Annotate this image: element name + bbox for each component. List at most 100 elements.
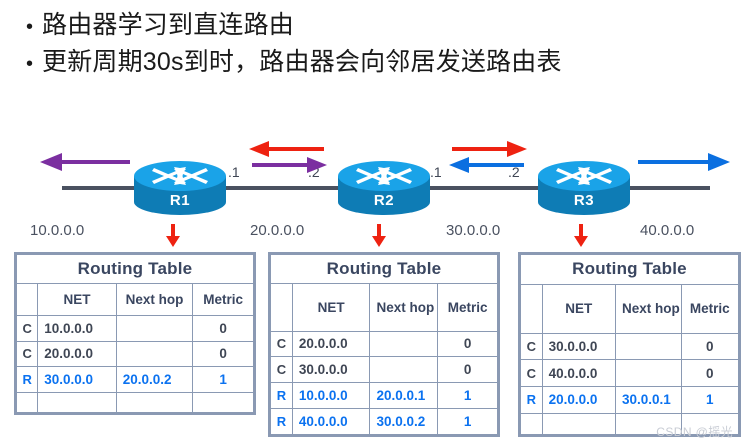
cell-metric: 0 — [192, 340, 254, 368]
table-row: R 20.0.0.0 30.0.0.1 1 — [520, 386, 740, 414]
cell-net: 40.0.0.0 — [291, 408, 371, 435]
arrow-r2r3-blue — [449, 157, 524, 173]
header-metric: Metric — [680, 283, 740, 334]
header-metric: Metric — [192, 282, 254, 317]
cell-flag — [15, 391, 39, 414]
header-net: NET — [291, 282, 371, 332]
bullet-item-2: • 更新周期30s到时，路由器会向邻居发送路由表 — [26, 47, 726, 78]
cell-next-hop — [369, 330, 439, 358]
routing-table-r3: Routing Table NET Next hop Metric C 30.0… — [518, 252, 741, 437]
arrow-r1r2-red — [249, 141, 324, 157]
arrow-left-purple — [40, 153, 130, 171]
cell-metric: 0 — [437, 356, 498, 384]
network-label-20: 20.0.0.0 — [250, 222, 305, 239]
link-line-net30 — [424, 186, 548, 190]
cell-metric — [192, 391, 254, 414]
table-header-row: NET Next hop Metric — [520, 283, 740, 334]
table-row: C 30.0.0.0 0 — [270, 356, 498, 384]
header-metric: Metric — [437, 282, 498, 332]
bullet-marker-icon: • — [26, 16, 34, 38]
table-row: C 30.0.0.0 0 — [520, 332, 740, 361]
bullet-text-1: 路由器学习到直连路由 — [42, 11, 295, 39]
routing-table-r1: Routing Table NET Next hop Metric C 10.0… — [14, 252, 256, 415]
router-icon — [338, 161, 430, 215]
header-net: NET — [37, 282, 117, 317]
cell-flag: C — [520, 359, 543, 388]
cell-net: 40.0.0.0 — [541, 359, 616, 388]
table-title-row: Routing Table — [270, 254, 498, 284]
table-row: R 10.0.0.0 20.0.0.1 1 — [270, 382, 498, 410]
routing-table-r2: Routing Table NET Next hop Metric C 20.0… — [268, 252, 500, 437]
cell-flag — [520, 412, 543, 436]
link-line-net20 — [224, 186, 344, 190]
cell-metric: 0 — [437, 330, 498, 358]
arrow-right-blue — [638, 153, 730, 171]
cell-flag: R — [520, 386, 543, 414]
down-arrow-r1 — [166, 224, 180, 247]
bullet-item-1: • 路由器学习到直连路由 — [26, 10, 726, 41]
arrow-r2r3-red — [452, 141, 527, 157]
cell-net — [37, 391, 117, 414]
cell-metric: 0 — [192, 315, 254, 342]
arrow-r1r2-purple — [252, 157, 327, 173]
router-r1[interactable]: R1 — [132, 156, 228, 218]
cell-net: 20.0.0.0 — [291, 330, 371, 358]
network-label-10: 10.0.0.0 — [30, 222, 85, 239]
cell-next-hop: 20.0.0.2 — [115, 366, 194, 393]
down-arrow-r3 — [574, 224, 588, 247]
cell-metric: 1 — [437, 408, 498, 435]
cell-next-hop — [614, 332, 682, 361]
table-row: C 20.0.0.0 0 — [270, 330, 498, 358]
down-arrow-r2 — [372, 224, 386, 247]
cell-net: 10.0.0.0 — [37, 315, 117, 342]
cell-flag: R — [270, 408, 293, 435]
table-row: R 40.0.0.0 30.0.0.2 1 — [270, 408, 498, 435]
bullet-list: • 路由器学习到直连路由 • 更新周期30s到时，路由器会向邻居发送路由表 — [26, 10, 726, 85]
table-row: R 30.0.0.0 20.0.0.2 1 — [15, 366, 254, 393]
cell-next-hop: 20.0.0.1 — [369, 382, 439, 410]
routing-table-title: Routing Table — [520, 254, 739, 285]
table-row — [520, 412, 740, 436]
router-label-r2: R2 — [373, 192, 395, 209]
cell-next-hop — [115, 391, 194, 414]
header-next-hop: Next hop — [369, 282, 439, 332]
cell-flag: C — [520, 332, 543, 361]
cell-flag: C — [15, 315, 39, 342]
router-icon — [134, 161, 226, 215]
iface-label-r2-right-port: .1 — [430, 164, 442, 180]
header-flag — [15, 282, 39, 317]
network-label-30: 30.0.0.0 — [446, 222, 501, 239]
cell-flag: C — [15, 340, 39, 368]
cell-metric: 0 — [680, 359, 740, 388]
iface-label-r3-left: .2 — [508, 164, 520, 180]
cell-next-hop — [115, 315, 194, 342]
router-r2[interactable]: R2 — [336, 156, 432, 218]
cell-next-hop — [614, 359, 682, 388]
watermark: CSDN @摇光 — [656, 425, 733, 439]
cell-metric: 1 — [192, 366, 254, 393]
table-header-row: NET Next hop Metric — [270, 282, 498, 332]
header-next-hop: Next hop — [115, 282, 194, 317]
table-row: C 10.0.0.0 0 — [15, 315, 254, 342]
bullet-marker-icon: • — [26, 53, 34, 76]
cell-metric: 0 — [680, 332, 740, 361]
cell-net: 20.0.0.0 — [541, 386, 616, 414]
cell-net: 30.0.0.0 — [541, 332, 616, 361]
cell-metric — [680, 412, 740, 436]
router-icon — [538, 161, 630, 215]
router-label-r1: R1 — [169, 192, 191, 209]
router-r3[interactable]: R3 — [536, 156, 632, 218]
table-title-row: Routing Table — [16, 254, 254, 284]
cell-flag: R — [15, 366, 39, 393]
cell-metric: 1 — [680, 386, 740, 414]
cell-next-hop: 30.0.0.2 — [369, 408, 439, 435]
table-header-row: NET Next hop Metric — [15, 282, 254, 317]
network-label-40: 40.0.0.0 — [640, 222, 695, 239]
header-flag — [270, 282, 293, 332]
cell-flag: C — [270, 330, 293, 358]
header-next-hop: Next hop — [614, 283, 682, 334]
network-topology-diagram: R1 10.0.0.0 .1 R2 .2 20.0.0.0 .2 .1 — [0, 126, 741, 246]
table-row: C 20.0.0.0 0 — [15, 340, 254, 368]
cell-net: 20.0.0.0 — [37, 340, 117, 368]
cell-net: 30.0.0.0 — [37, 366, 117, 393]
